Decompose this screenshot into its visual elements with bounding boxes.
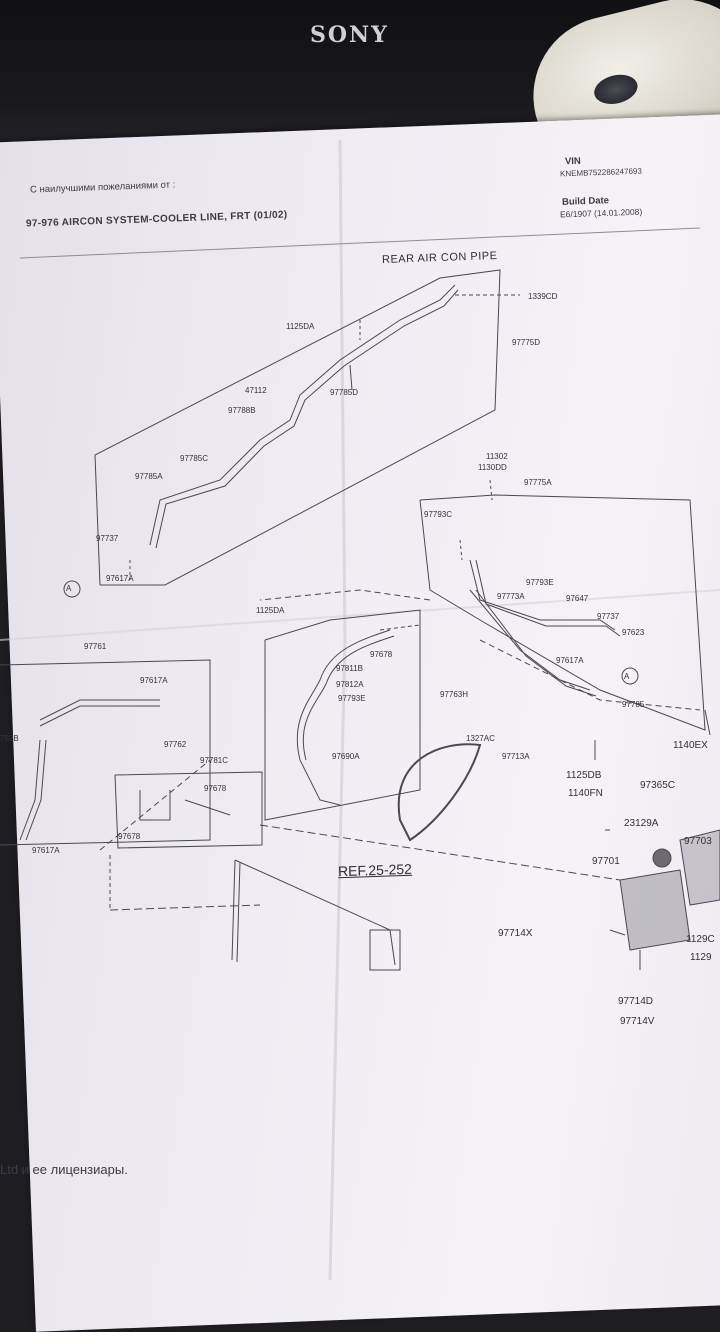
part-label: 1125DA (286, 322, 315, 331)
part-label: 1339CD (528, 292, 558, 301)
part-label: 97775A (524, 478, 552, 487)
aircon-line-diagram (0, 227, 720, 971)
part-label: 97714X (498, 928, 533, 939)
part-label: 97788B (228, 406, 256, 415)
part-label: 97617A (140, 676, 168, 685)
part-label: 97785A (135, 472, 163, 481)
part-label: 97703 (684, 836, 712, 847)
part-label: 1125DA (256, 606, 285, 615)
part-label: 97811B (336, 664, 363, 673)
part-label: 97793E (338, 694, 366, 703)
part-label: 97737 (96, 534, 119, 543)
part-label: 97775D (512, 338, 541, 347)
part-label: 1129 (690, 952, 712, 963)
part-label: 97762 (164, 740, 187, 749)
part-label: 97713A (502, 752, 530, 761)
part-label: 97678 (118, 832, 141, 841)
monitor-brand-logo: SONY (310, 22, 389, 48)
part-label: 97678 (204, 784, 227, 793)
part-label: 1129C (686, 934, 715, 945)
part-label: 97781C (200, 756, 229, 765)
part-label: 97647 (566, 594, 589, 603)
part-label: 97714V (620, 1016, 655, 1027)
part-label: 97785D (330, 388, 359, 397)
part-label: 97793C (424, 510, 453, 519)
part-label: 11302 (486, 452, 508, 461)
part-label: 97701 (592, 856, 620, 867)
part-label: 97617A (32, 846, 60, 855)
part-label: 97617A (106, 574, 134, 583)
part-label: 97714D (618, 996, 654, 1007)
reference-label: REF.25-252 (337, 860, 413, 880)
sheet-footer-text: Ltd и ее лицензиары. (0, 1162, 128, 1177)
part-label: 47112 (245, 386, 267, 395)
part-label: 97785 (622, 700, 645, 709)
part-label: 97793E (526, 578, 554, 587)
part-label: 97678 (370, 650, 393, 659)
part-label: 97763H (440, 690, 469, 699)
part-label: 1140EX (673, 740, 708, 751)
part-label: 97737 (597, 612, 620, 621)
callout-a-left: A (66, 584, 72, 593)
part-label: 1130DD (478, 463, 507, 472)
part-label: 97365C (640, 780, 676, 791)
part-label: 1125DB (566, 770, 602, 781)
part-label: 752B (0, 734, 19, 743)
part-label: 1140FN (568, 788, 603, 799)
part-label: 97785C (180, 454, 209, 463)
callout-a-right: A (624, 672, 630, 681)
part-label: 97812A (336, 680, 364, 689)
part-label: 1327AC (466, 734, 495, 743)
part-label: 97690A (332, 752, 360, 761)
part-label: 97617A (556, 656, 584, 665)
part-label: 97623 (622, 628, 645, 637)
part-label: 97761 (84, 642, 107, 651)
part-label: 23129A (624, 818, 659, 829)
part-label: 97773A (497, 592, 525, 601)
